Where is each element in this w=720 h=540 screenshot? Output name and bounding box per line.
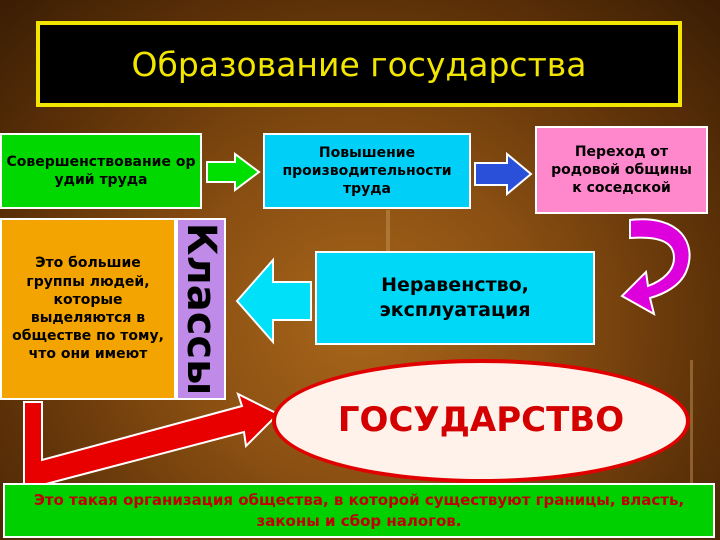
community-transition-box: Переход от родовой общины к соседской	[535, 126, 708, 214]
tools-improvement-text: Совершенствование орудий труда	[6, 153, 196, 188]
arrow-right-blue-icon	[474, 151, 533, 197]
scale-chain-decoration	[690, 360, 693, 485]
definition-box: Это большие группы людей, которые выделя…	[0, 218, 176, 400]
arrow-left-cyan-icon	[235, 257, 312, 345]
definition-text: Это большие группы людей, которые выделя…	[12, 255, 164, 363]
classes-label-box: Классы	[176, 218, 226, 400]
state-definition-box: Это такая организация общества, в которо…	[3, 483, 715, 538]
classes-label: Классы	[178, 222, 224, 396]
productivity-text: Повышение производительности труда	[282, 144, 452, 198]
slide-title: Образование государства	[131, 44, 587, 84]
state-label: ГОСУДАРСТВО	[337, 400, 625, 441]
arrow-red-bent-icon	[23, 392, 280, 485]
scale-post-decoration	[386, 210, 390, 255]
state-oval: ГОСУДАРСТВО	[272, 359, 690, 483]
curved-arrow-magenta-icon	[620, 218, 691, 317]
tools-improvement-box: Совершенствование орудий труда	[0, 133, 202, 209]
productivity-box: Повышение производительности труда	[263, 133, 471, 209]
arrow-right-green-icon	[206, 152, 261, 192]
state-definition-text: Это такая организация общества, в которо…	[33, 491, 685, 530]
inequality-text: Неравенство, эксплуатация	[379, 274, 531, 321]
inequality-box: Неравенство, эксплуатация	[315, 251, 595, 345]
community-transition-text: Переход от родовой общины к соседской	[551, 143, 692, 197]
title-banner: Образование государства	[36, 21, 682, 107]
